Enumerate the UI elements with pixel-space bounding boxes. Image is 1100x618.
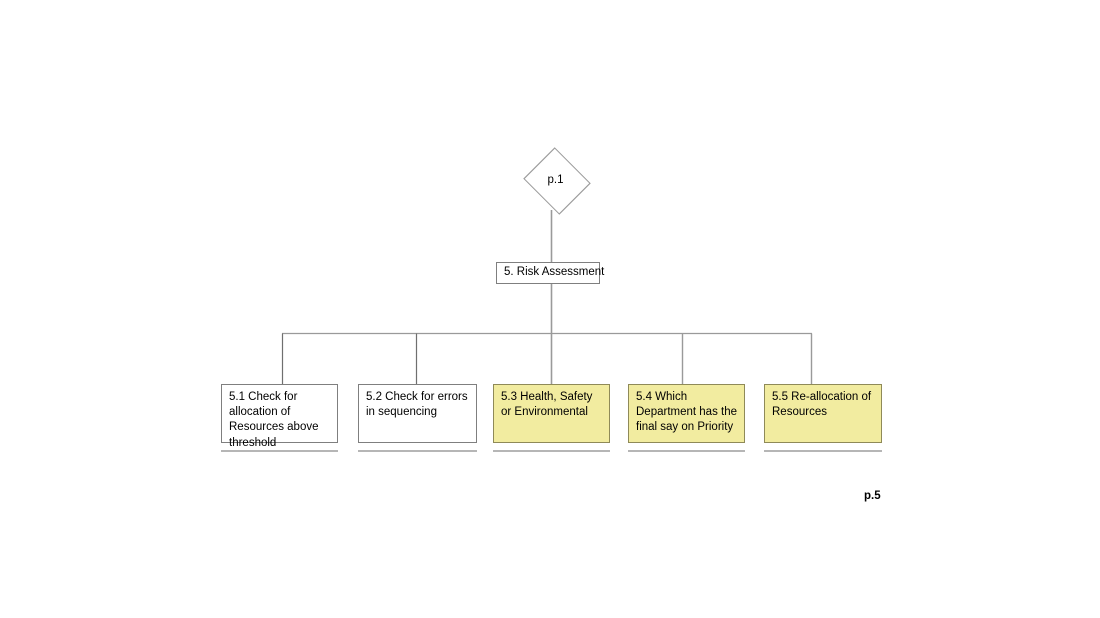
offpage-connector-diamond[interactable]: p.1 — [521, 147, 591, 215]
node-5-1-underline — [221, 450, 338, 452]
node-5-1-label: 5.1 Check for allocation of Resources ab… — [229, 391, 319, 449]
node-5-5-underline — [764, 450, 882, 452]
node-5-5-label: 5.5 Re-allocation of Resources — [772, 391, 872, 419]
page-marker: p.5 — [864, 490, 881, 502]
node-5-3-label: 5.3 Health, Safety or Environmental — [501, 391, 593, 419]
node-5-2-underline — [358, 450, 477, 452]
offpage-connector-label: p.1 — [547, 173, 564, 186]
node-root-label: 5. Risk Assessment — [504, 266, 605, 279]
node-root-risk-assessment[interactable]: 5. Risk Assessment — [496, 262, 604, 284]
node-5-5[interactable]: 5.5 Re-allocation of Resources — [764, 384, 882, 443]
node-5-3[interactable]: 5.3 Health, Safety or Environmental — [493, 384, 610, 443]
node-5-2-label: 5.2 Check for errors in sequencing — [366, 391, 468, 419]
node-5-2[interactable]: 5.2 Check for errors in sequencing — [358, 384, 477, 443]
node-5-4-underline — [628, 450, 745, 452]
node-5-1[interactable]: 5.1 Check for allocation of Resources ab… — [221, 384, 338, 449]
node-5-3-underline — [493, 450, 610, 452]
node-5-4[interactable]: 5.4 Which Department has the final say o… — [628, 384, 745, 443]
node-5-4-label: 5.4 Which Department has the final say o… — [636, 391, 738, 434]
